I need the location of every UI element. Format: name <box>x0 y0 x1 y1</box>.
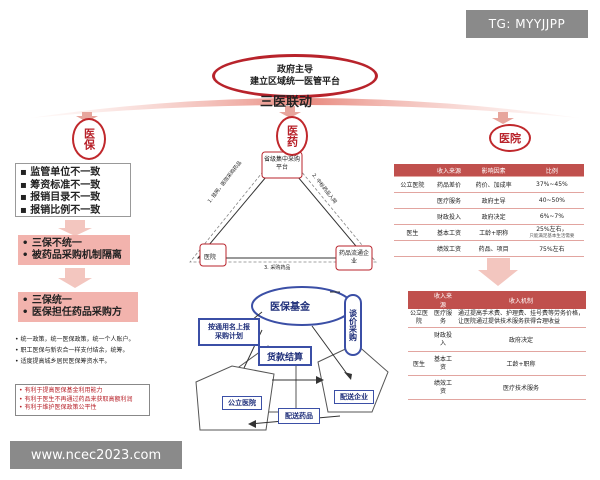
title-line2: 建立区域统一医管平台 <box>249 77 340 87</box>
table-cell <box>394 192 431 209</box>
table-cell: 工龄+职称 <box>467 224 520 241</box>
triangle-left-label: 医院 <box>204 254 217 261</box>
note-item: • 统一政策，统一医保政策，统一个人账户。 <box>15 336 135 343</box>
table-cell <box>394 208 431 225</box>
table-cell <box>408 327 430 352</box>
table-row: 公立医院 医疗服务 通过提高手术费、护理费、挂号费等劳务价格，让医院通过提供技术… <box>408 309 586 328</box>
table-header <box>408 291 430 309</box>
table-cell-sub: 只能满足基本生活需要 <box>529 233 575 239</box>
plan-line2: 采购计划 <box>215 332 243 340</box>
note-item: • 职工医保与新农合一样支付结余，统筹。 <box>15 347 129 354</box>
benefit-item: • 有利于医生不再通过药品来获取高额利润 <box>19 395 133 403</box>
title-oval: 政府主导 建立区域统一医管平台 <box>212 54 378 98</box>
table-cell: 医生 <box>408 351 430 376</box>
table-row: 医生 基本工资 工龄+职称 <box>408 351 586 376</box>
fund-label: 医保基金 <box>270 302 310 313</box>
yiyuan-circle: 医院 <box>489 124 531 152</box>
benefits-box: • 有利于提高医保基金利用能力 • 有利于医生不再通过药品来获取高额利润 • 有… <box>15 384 150 416</box>
yibao-label: 医保 <box>82 128 96 150</box>
problems-box: ▪ 监管单位不一致 ▪ 筹资标准不一致 ▪ 报销目录不一致 ▪ 报销比例不一致 <box>15 163 131 217</box>
table-cell: 医疗技术服务 <box>456 375 586 400</box>
triangle-bottom-edge-label: 3. 采购药品 <box>264 265 291 271</box>
subtitle: 三医联动 <box>260 95 313 110</box>
table-cell-main: 25%左右， <box>536 225 568 233</box>
table-cell: 基本工资 <box>430 224 468 241</box>
hospital-box: 公立医院 <box>222 396 262 410</box>
table-cell: 40~50% <box>519 192 584 209</box>
table-cell: 政府主导 <box>467 192 520 209</box>
table-cell: 公立医院 <box>408 309 430 328</box>
table-cell: 财政投入 <box>430 208 468 225</box>
procure-bubble: 谈价采购 <box>344 294 362 356</box>
note-item: • 适度提高城乡居民医保筹资水平。 <box>15 358 111 365</box>
table-cell: 基本工资 <box>430 351 456 376</box>
status-after-line2: • 医保担任药品采购方 <box>22 307 122 318</box>
table-header: 收入来源 <box>430 164 468 177</box>
problem-item: ▪ 报销比例不一致 <box>20 204 101 216</box>
table-header: 影响因素 <box>467 164 520 177</box>
table-cell: 公立医院 <box>394 176 431 193</box>
watermark-bottom: www.ncec2023.com <box>10 441 182 469</box>
table-cell: 药品、项目 <box>467 240 520 257</box>
problem-item: ▪ 报销目录不一致 <box>20 192 101 203</box>
problem-item: ▪ 筹资标准不一致 <box>20 179 101 191</box>
enterprise-box: 配送企业 <box>334 390 374 404</box>
table-row: 医生 基本工资 工龄+职称 25%左右， 只能满足基本生活需要 <box>394 224 584 241</box>
table-row: 财政投入 政府决定 <box>408 327 586 352</box>
plan-line1: 按通用名上报 <box>208 323 250 331</box>
table-header: 比例 <box>519 164 584 177</box>
triangle-top-label: 省级集中采购平台 <box>264 156 301 171</box>
benefit-item: • 有利于提高医保基金利用能力 <box>19 387 103 394</box>
status-before-line2: • 被药品采购机制隔离 <box>22 250 122 261</box>
income-table-reform: 收入来源 收入机制 公立医院 医疗服务 通过提高手术费、护理费、挂号费等劳务价格… <box>408 291 586 400</box>
procurement-plan-box: 按通用名上报 采购计划 <box>198 318 260 346</box>
income-table-current: 收入来源 影响因素 比例 公立医院 药品差价 药价、加成率 37%~45% 医疗… <box>394 164 584 257</box>
delivery-box: 配送药品 <box>278 408 320 424</box>
table-header <box>394 164 431 177</box>
table-cell: 医生 <box>394 224 431 241</box>
table-header: 收入机制 <box>456 291 586 309</box>
table-cell: 财政投入 <box>430 327 456 352</box>
table-cell: 工龄+职称 <box>456 351 586 376</box>
payment-box: 货款结算 <box>258 346 312 366</box>
table-cell: 37%~45% <box>519 176 584 193</box>
table-row: 财政投入 政府决定 6%~7% <box>394 208 584 225</box>
problem-item: ▪ 监管单位不一致 <box>20 167 101 178</box>
yiyao-label: 医药 <box>285 125 299 147</box>
status-box-before: • 三保不统一 • 被药品采购机制隔离 <box>18 235 130 265</box>
yibao-circle: 医保 <box>72 118 106 160</box>
table-cell: 6%~7% <box>519 208 584 225</box>
triangle-right-label: 药品流通企业 <box>338 250 369 265</box>
table-row: 公立医院 药品差价 药价、加成率 37%~45% <box>394 176 584 193</box>
benefit-item: • 有利于维护医保政策公平性 <box>19 404 97 412</box>
table-cell <box>408 375 430 400</box>
yiyuan-label: 医院 <box>499 131 521 145</box>
table-cell: 政府决定 <box>467 208 520 225</box>
table-cell: 25%左右， 只能满足基本生活需要 <box>519 224 584 241</box>
policy-notes: • 统一政策，统一医保政策，统一个人账户。 • 职工医保与新农合一样支付结余，统… <box>15 334 175 367</box>
table-cell: 通过提高手术费、护理费、挂号费等劳务价格，让医院通过提供技术服务获得合理收益 <box>456 309 586 328</box>
watermark-top: TG: MYYJJPP <box>466 10 588 38</box>
table-cell <box>394 240 431 257</box>
status-before-line1: • 三保不统一 <box>22 238 82 249</box>
table-cell: 政府决定 <box>456 327 586 352</box>
table-row: 绩效工资 药品、项目 75%左右 <box>394 240 584 257</box>
status-after-line1: • 三保统一 <box>22 295 72 306</box>
table-cell: 绩效工资 <box>430 375 456 400</box>
yiyao-circle: 医药 <box>276 116 308 156</box>
table-cell: 绩效工资 <box>430 240 468 257</box>
table-cell: 75%左右 <box>519 240 584 257</box>
table-cell: 医疗服务 <box>430 192 468 209</box>
table-row: 绩效工资 医疗技术服务 <box>408 375 586 400</box>
title-line1: 政府主导 <box>276 65 313 75</box>
status-box-after: • 三保统一 • 医保担任药品采购方 <box>18 292 138 322</box>
table-row: 医疗服务 政府主导 40~50% <box>394 192 584 209</box>
table-header: 收入来源 <box>430 291 456 309</box>
table-cell: 药价、加成率 <box>467 176 520 193</box>
table-cell: 医疗服务 <box>430 309 456 328</box>
table-cell: 药品差价 <box>430 176 468 193</box>
